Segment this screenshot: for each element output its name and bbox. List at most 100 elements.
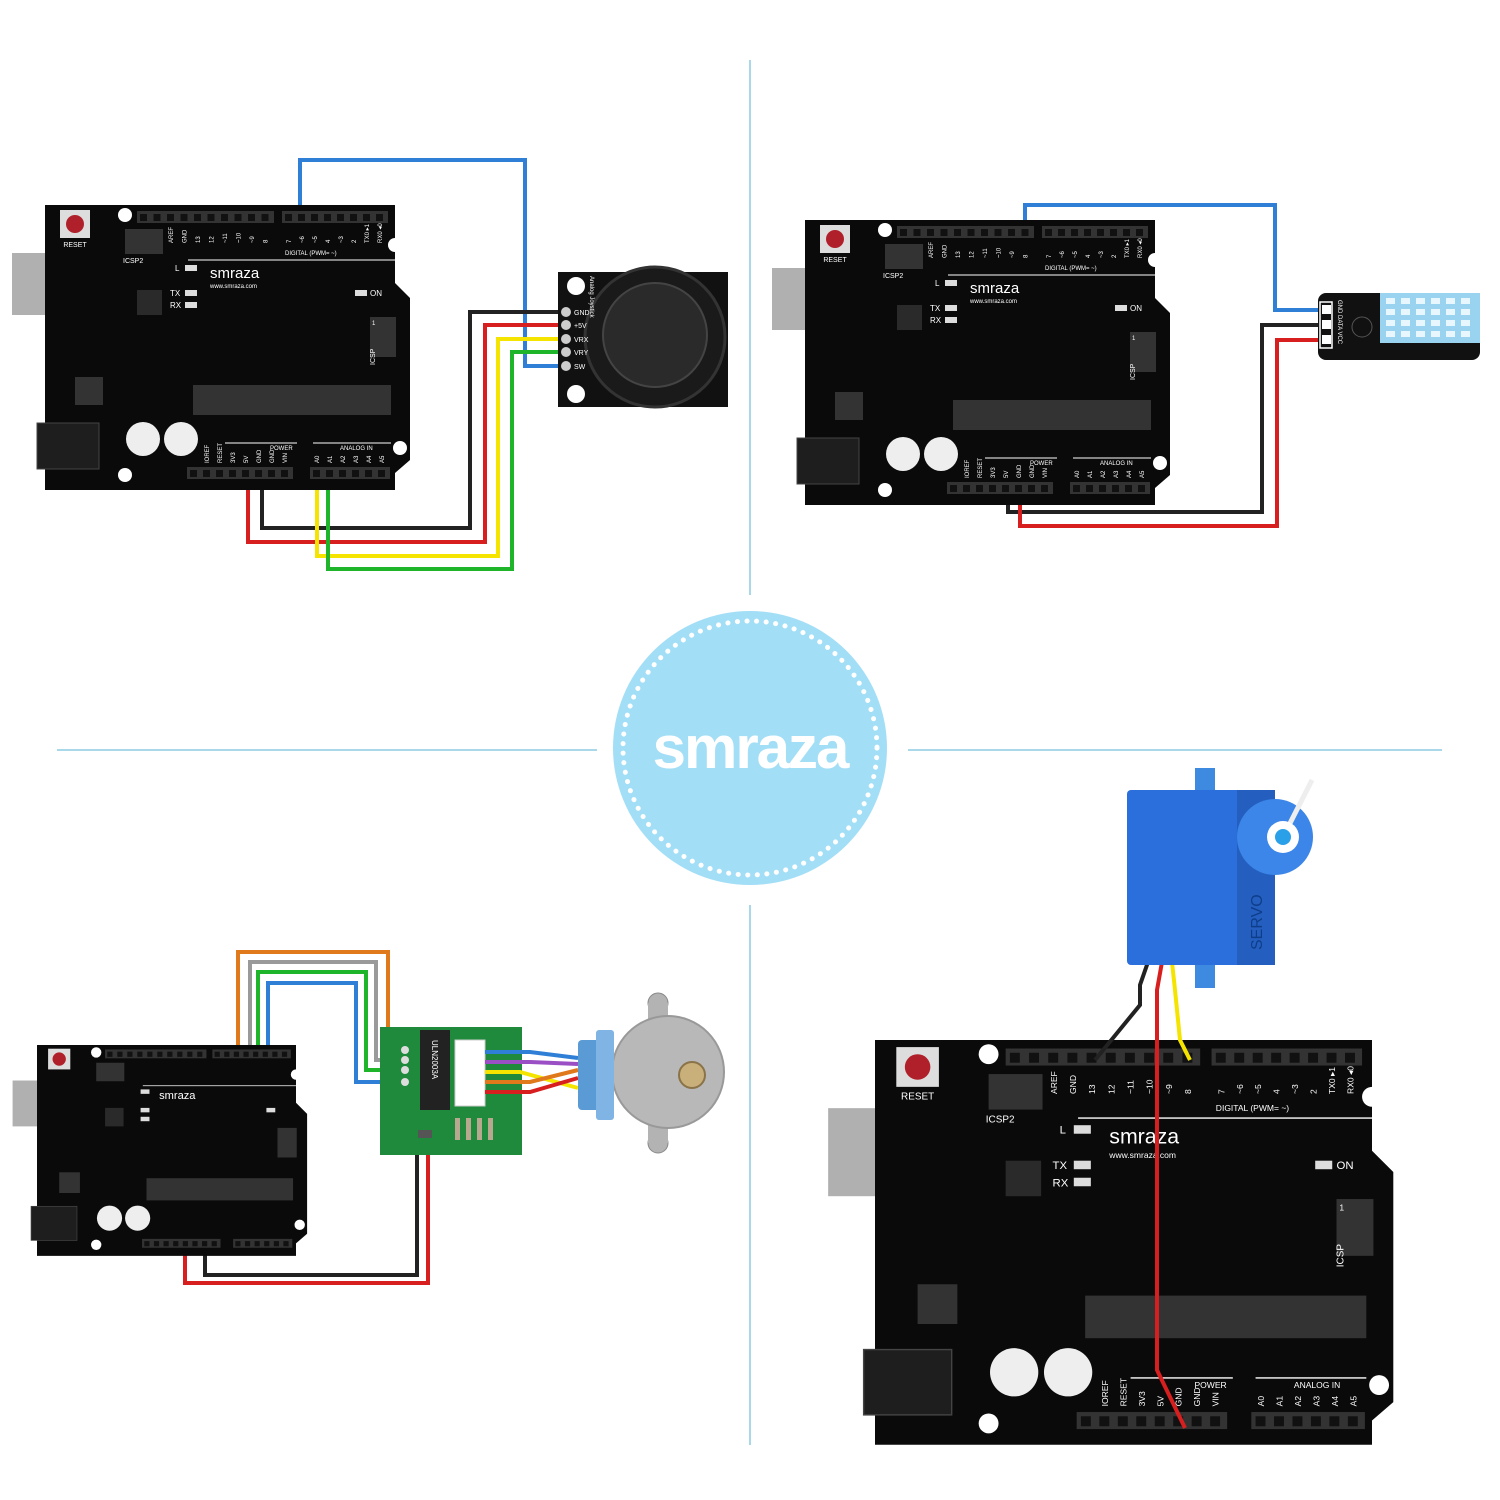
sensor-vent: [1446, 309, 1455, 315]
microcontroller-chip: [193, 385, 391, 415]
reset-label: RESET: [63, 242, 87, 249]
icsp2-header: [885, 244, 923, 269]
digital-label: DIGITAL (PWM= ~): [1216, 1103, 1289, 1113]
sensor-vent: [1386, 331, 1395, 337]
header-pin: [216, 470, 223, 477]
sensor-vent: [1431, 331, 1440, 337]
mounting-hole: [91, 1239, 102, 1250]
pin-label: 3V3: [231, 452, 237, 463]
pin-label: A0: [315, 455, 321, 463]
wire-blue: [298, 158, 565, 368]
header-pin: [1117, 1416, 1128, 1427]
header-pin: [1329, 1416, 1340, 1427]
servo-label: SERVO: [1249, 894, 1266, 950]
analog-header: [1251, 1412, 1365, 1430]
header-pin: [954, 229, 961, 236]
wire-blue: [266, 981, 405, 1084]
header-pin: [365, 470, 372, 477]
header-pin: [202, 1241, 208, 1247]
pin-label: RX0 ◂0: [1346, 1066, 1356, 1094]
pin-label: 2: [1309, 1089, 1319, 1094]
power-jack: [36, 422, 100, 470]
reset-button[interactable]: [52, 1052, 66, 1066]
led-on: [266, 1107, 276, 1113]
board-body: [37, 1045, 308, 1256]
capacitor: [924, 437, 958, 471]
pin-label: GND: [1068, 1075, 1078, 1094]
led: [945, 317, 957, 323]
reset-button[interactable]: [66, 215, 84, 233]
header-pin: [229, 470, 236, 477]
digital-header-left: [137, 211, 274, 223]
led-l-label: L: [1060, 1125, 1066, 1137]
header-pin: [1123, 229, 1130, 236]
pin-label: ~3: [339, 235, 345, 243]
joystick-knob[interactable]: [602, 282, 708, 388]
header-pin: [1191, 1416, 1202, 1427]
dht-pin-labels: GND DATA VCC: [1336, 300, 1342, 345]
header-pin: [153, 1241, 160, 1247]
icsp2-header: [96, 1062, 125, 1082]
power-header: [187, 467, 293, 479]
pin-label: ~10: [237, 232, 243, 243]
analog-label: ANALOG IN: [1294, 1380, 1340, 1390]
pin-label: TX0 ▸1: [365, 223, 371, 243]
pin-label: 4: [1086, 254, 1092, 258]
header-pin: [1009, 1052, 1020, 1063]
pin-label: RESET: [1118, 1378, 1128, 1406]
stepper-motor: [578, 992, 725, 1154]
header-pin: [324, 214, 331, 221]
pin-label: ~5: [1253, 1084, 1263, 1094]
header-pin: [1271, 1052, 1282, 1063]
header-pin: [273, 1241, 279, 1247]
header-pin: [244, 1241, 251, 1247]
icsp2-label: ICSP2: [986, 1114, 1015, 1125]
pin-label: 8: [1183, 1089, 1193, 1094]
led: [1073, 1125, 1091, 1134]
pin-label: IOREF: [205, 444, 211, 463]
header-pin: [147, 1051, 153, 1057]
led: [945, 305, 957, 311]
digital-header-right-housing: [282, 211, 388, 223]
header-pin: [1045, 229, 1052, 236]
pin-label: A2: [1101, 470, 1107, 478]
power-header: [142, 1238, 221, 1248]
mounting-hole: [878, 223, 892, 237]
joystick-pin-label: VRY: [574, 350, 589, 357]
arduino-board-servo: smrazaRESETICSP2LTXRXON1ICSPwww.smraza.c…: [828, 1040, 1394, 1445]
reset-button[interactable]: [826, 230, 844, 248]
mounting-hole: [878, 483, 892, 497]
microcontroller-chip: [146, 1178, 294, 1201]
mounting-hole: [978, 1044, 999, 1065]
header-pin: [107, 1051, 113, 1057]
pin-label: 4: [326, 239, 332, 243]
board-logo: smraza: [1109, 1125, 1179, 1149]
pin-label: TX0 ▸1: [1327, 1067, 1337, 1094]
reset-button[interactable]: [904, 1054, 931, 1080]
header-pin: [1345, 1052, 1355, 1063]
power-label: POWER: [1195, 1380, 1227, 1390]
power-header-housing: [187, 467, 293, 479]
pin-label: A1: [328, 455, 334, 463]
led-on: [1115, 305, 1127, 311]
header-pin: [913, 229, 921, 236]
header-pin: [253, 1051, 259, 1057]
header-pin: [261, 214, 269, 221]
usb-chip: [105, 1107, 124, 1127]
icsp-pin1-label: 1: [372, 321, 376, 327]
header-pin: [234, 214, 242, 221]
joystick-pin-label: SW: [574, 364, 586, 371]
microcontroller-chip: [1085, 1295, 1367, 1339]
joystick-pin: [561, 307, 571, 317]
header-pin: [1099, 485, 1106, 492]
arduino-board-stepper: smraza: [12, 1045, 308, 1256]
pin-label: 7: [1047, 254, 1053, 258]
pin-label: ~11: [983, 248, 989, 258]
header-pin: [352, 470, 359, 477]
led-rx-label: RX: [1053, 1177, 1069, 1189]
power-header: [947, 482, 1053, 494]
header-pin: [1041, 485, 1048, 492]
pin-label: VIN: [283, 453, 289, 463]
wire-black: [1093, 961, 1150, 1062]
header-pin: [1125, 485, 1132, 492]
